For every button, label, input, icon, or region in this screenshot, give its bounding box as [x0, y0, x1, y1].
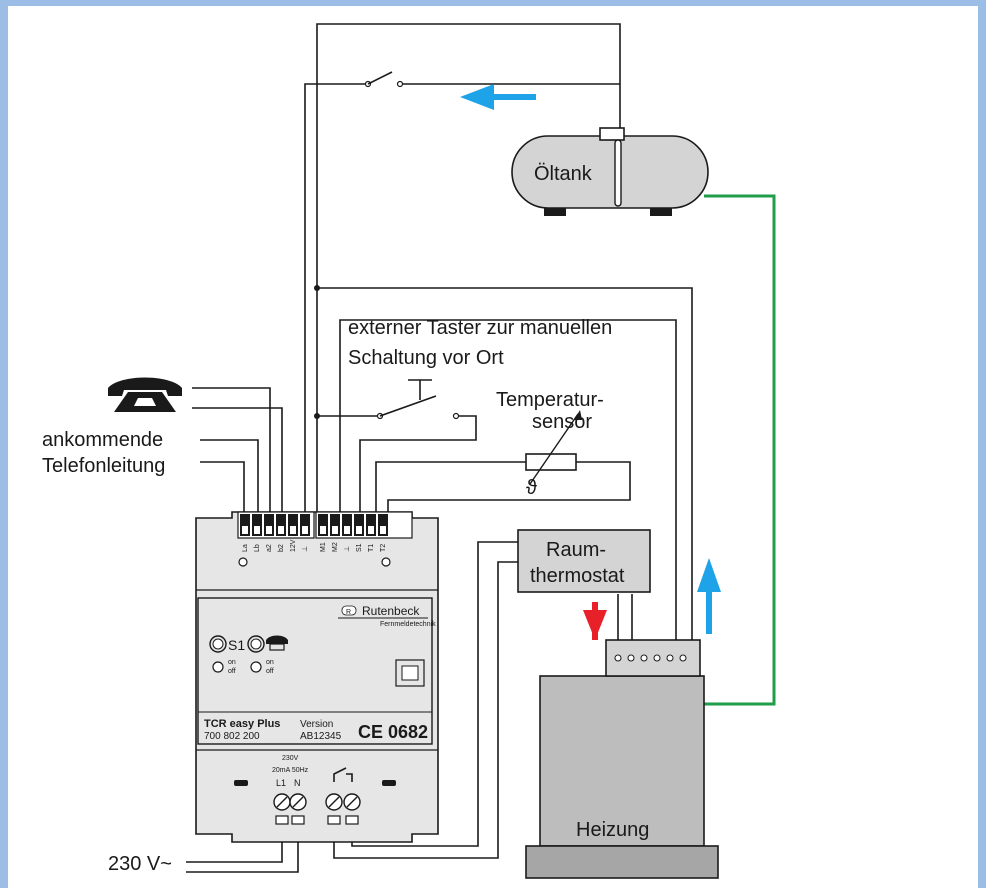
s1-label: S1	[228, 637, 245, 653]
taster-switch	[376, 379, 460, 420]
terminal-block	[237, 511, 413, 539]
theta-symbol: ϑ	[526, 477, 537, 499]
terminal-label: T2	[380, 544, 387, 552]
raum-label-1: Raum-	[546, 539, 606, 561]
heizung-label: Heizung	[576, 819, 649, 841]
raum-label-2: thermostat	[530, 565, 625, 587]
terminal-n: N	[294, 778, 301, 788]
terminal-label: T1	[368, 544, 375, 552]
terminal-label: a2	[266, 544, 273, 552]
tcr-device: La Lb a2 b2 12V ⊥ M1 M2 ⊥ S1 T1 T2 R Rutenbeck Fern…	[195, 511, 439, 843]
terminal-label: M1	[320, 542, 327, 552]
mains-label: 230 V~	[108, 853, 172, 875]
article-number: 700 802 200	[204, 731, 260, 742]
terminal-label: ⊥	[344, 546, 351, 552]
version-label: Version	[300, 719, 333, 730]
terminal-label: 12V	[290, 539, 297, 552]
oil-tank: Öltank	[511, 127, 709, 216]
ce-mark: CE 0682	[358, 722, 428, 742]
room-thermostat: Raum- thermostat	[517, 529, 651, 593]
frame-right	[978, 0, 986, 888]
arrow-left-icon	[460, 84, 536, 110]
frame-top	[0, 0, 986, 6]
taster-label-2: Schaltung vor Ort	[348, 347, 504, 369]
wires	[186, 23, 693, 873]
led2-off: off	[266, 668, 274, 675]
incoming-label-1: ankommende	[42, 429, 163, 451]
terminal-label: M2	[332, 542, 339, 552]
terminal-label: La	[242, 544, 249, 552]
relay-contact-symbol	[333, 767, 353, 782]
led-1	[212, 661, 224, 673]
thermistor-icon	[525, 410, 582, 485]
led-2	[250, 661, 262, 673]
temp-label-1: Temperatur-	[496, 389, 604, 411]
terminal-label: b2	[278, 544, 285, 552]
led1-on: on	[228, 659, 236, 666]
arrow-down-icon	[583, 602, 607, 640]
brand-sub: Fernmeldetechnik	[380, 621, 436, 628]
switch-icon	[364, 71, 404, 88]
terminal-label: Lb	[254, 544, 261, 552]
brand-name: Rutenbeck	[362, 604, 420, 618]
arrow-up-icon	[697, 558, 721, 634]
terminal-label: S1	[356, 543, 363, 552]
model-name: TCR easy Plus	[204, 718, 280, 730]
green-circuit-wire	[704, 194, 776, 706]
supply-voltage: 230V	[282, 755, 299, 762]
led1-off: off	[228, 668, 236, 675]
frame-left	[0, 0, 8, 888]
front-panel	[197, 597, 433, 745]
terminal-label: ⊥	[302, 546, 309, 552]
taster-label-1: externer Taster zur manuellen	[348, 317, 612, 339]
heater: Heizung	[525, 639, 719, 879]
terminal-l1: L1	[276, 778, 286, 788]
brand-mark: R	[346, 609, 351, 616]
version-value: AB12345	[300, 731, 342, 742]
small-telephone-icon	[266, 635, 288, 651]
telephone-icon	[108, 377, 182, 412]
temp-label-2: sensor	[532, 411, 592, 433]
incoming-label-2: Telefonleitung	[42, 455, 165, 477]
terminal-labels: La Lb a2 b2 12V ⊥ M1 M2 ⊥ S1 T1 T2	[242, 539, 387, 552]
led2-on: on	[266, 659, 274, 666]
oiltank-label: Öltank	[534, 163, 593, 185]
supply-rating: 20mA 50Hz	[272, 767, 309, 774]
